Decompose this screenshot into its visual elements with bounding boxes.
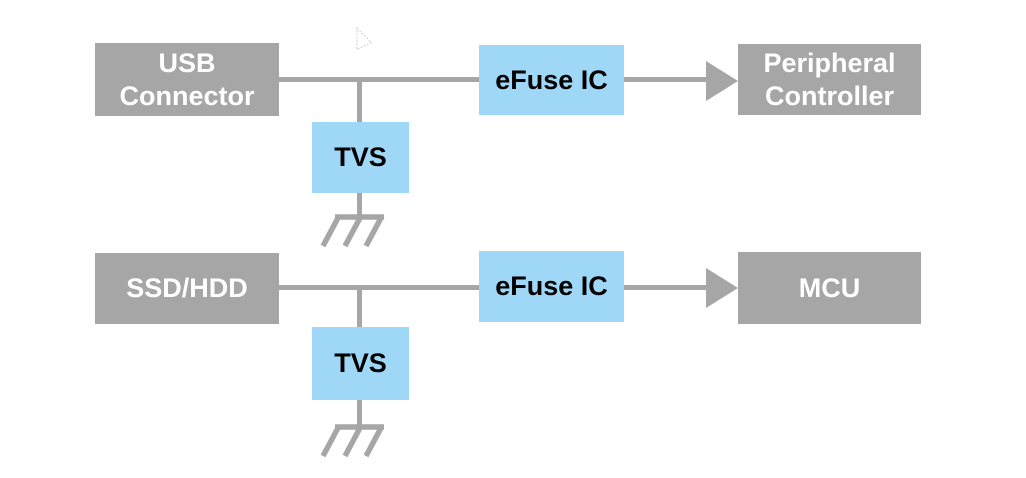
tvs-label: TVS xyxy=(334,348,387,379)
efuse-ic-box-row1: eFuse IC xyxy=(479,45,624,115)
tvs-box-row2: TVS xyxy=(312,327,409,400)
mouse-cursor-icon xyxy=(356,27,374,52)
peripheral-controller-box: Peripheral Controller xyxy=(738,44,921,115)
mcu-label: MCU xyxy=(798,272,861,303)
ssd-hdd-box: SSD/HDD xyxy=(95,253,279,324)
ssd-hdd-label: SSD/HDD xyxy=(126,273,248,304)
tvs-box-row1: TVS xyxy=(312,122,409,193)
usb-connector-box: USB Connector xyxy=(95,43,279,116)
arrow-right-icon xyxy=(706,61,738,101)
efuse-ic-box-row2: eFuse IC xyxy=(479,251,624,322)
arrow-right-icon xyxy=(706,268,738,308)
tvs-label: TVS xyxy=(334,142,387,173)
efuse-ic-label: eFuse IC xyxy=(495,64,608,95)
ground-icon xyxy=(318,424,388,460)
ground-icon xyxy=(318,214,388,250)
efuse-ic-label: eFuse IC xyxy=(495,271,608,302)
mcu-box: MCU xyxy=(738,252,921,324)
usb-connector-label: USB Connector xyxy=(119,48,255,111)
peripheral-controller-label: Peripheral Controller xyxy=(763,48,896,111)
